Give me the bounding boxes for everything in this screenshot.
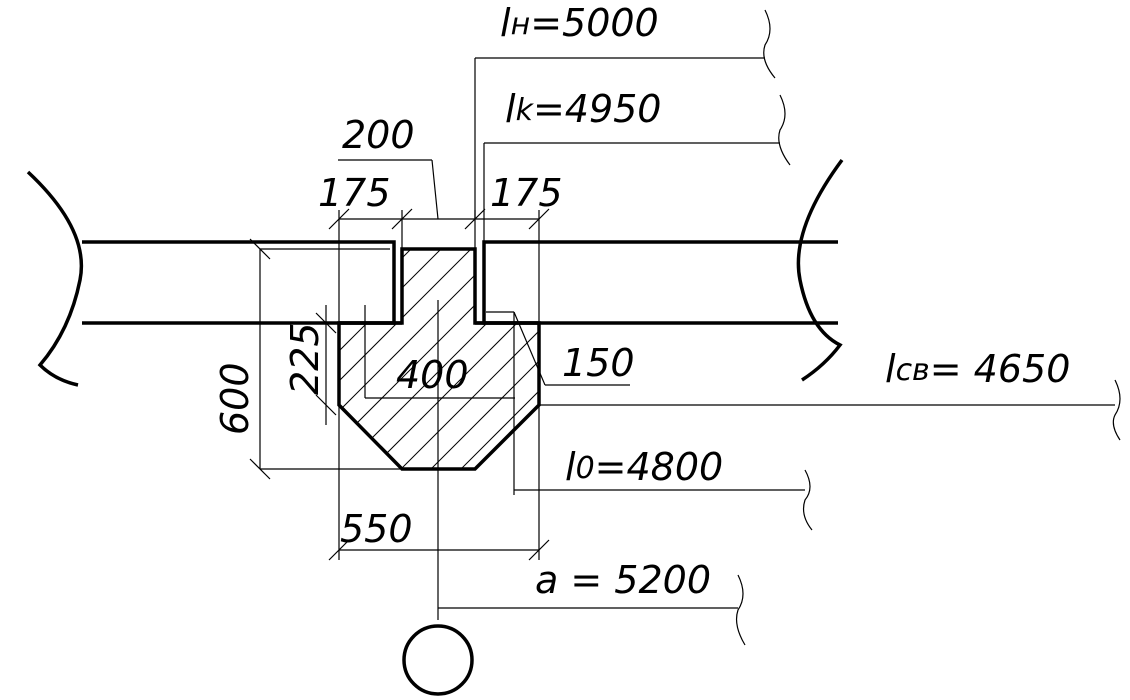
hatch-line [399,249,539,469]
beam-right [482,158,844,382]
hatch-line [429,249,539,469]
dim-225: 225 [283,322,327,395]
dim-550: 550 [340,507,413,551]
dim-400: 400 [396,353,469,397]
dim-600: 600 [213,362,257,435]
length-l0: l0=4800 [565,445,723,489]
length-lsv: lcв= 4650 [885,347,1070,391]
hatch-line [369,249,539,469]
dim-200: 200 [342,113,415,157]
hatch-line [339,249,501,469]
beam-left [26,170,396,387]
length-ln: lн=5000 [500,1,659,45]
dim-175-left: 175 [318,171,391,215]
dim-150: 150 [562,341,635,385]
axis-marker [402,624,474,696]
hatch-line [339,249,471,469]
dimension-lines [249,9,1121,646]
length-lk: lk=4950 [505,87,661,131]
dim-175-right: 175 [490,171,563,215]
length-a: a = 5200 [535,558,711,602]
